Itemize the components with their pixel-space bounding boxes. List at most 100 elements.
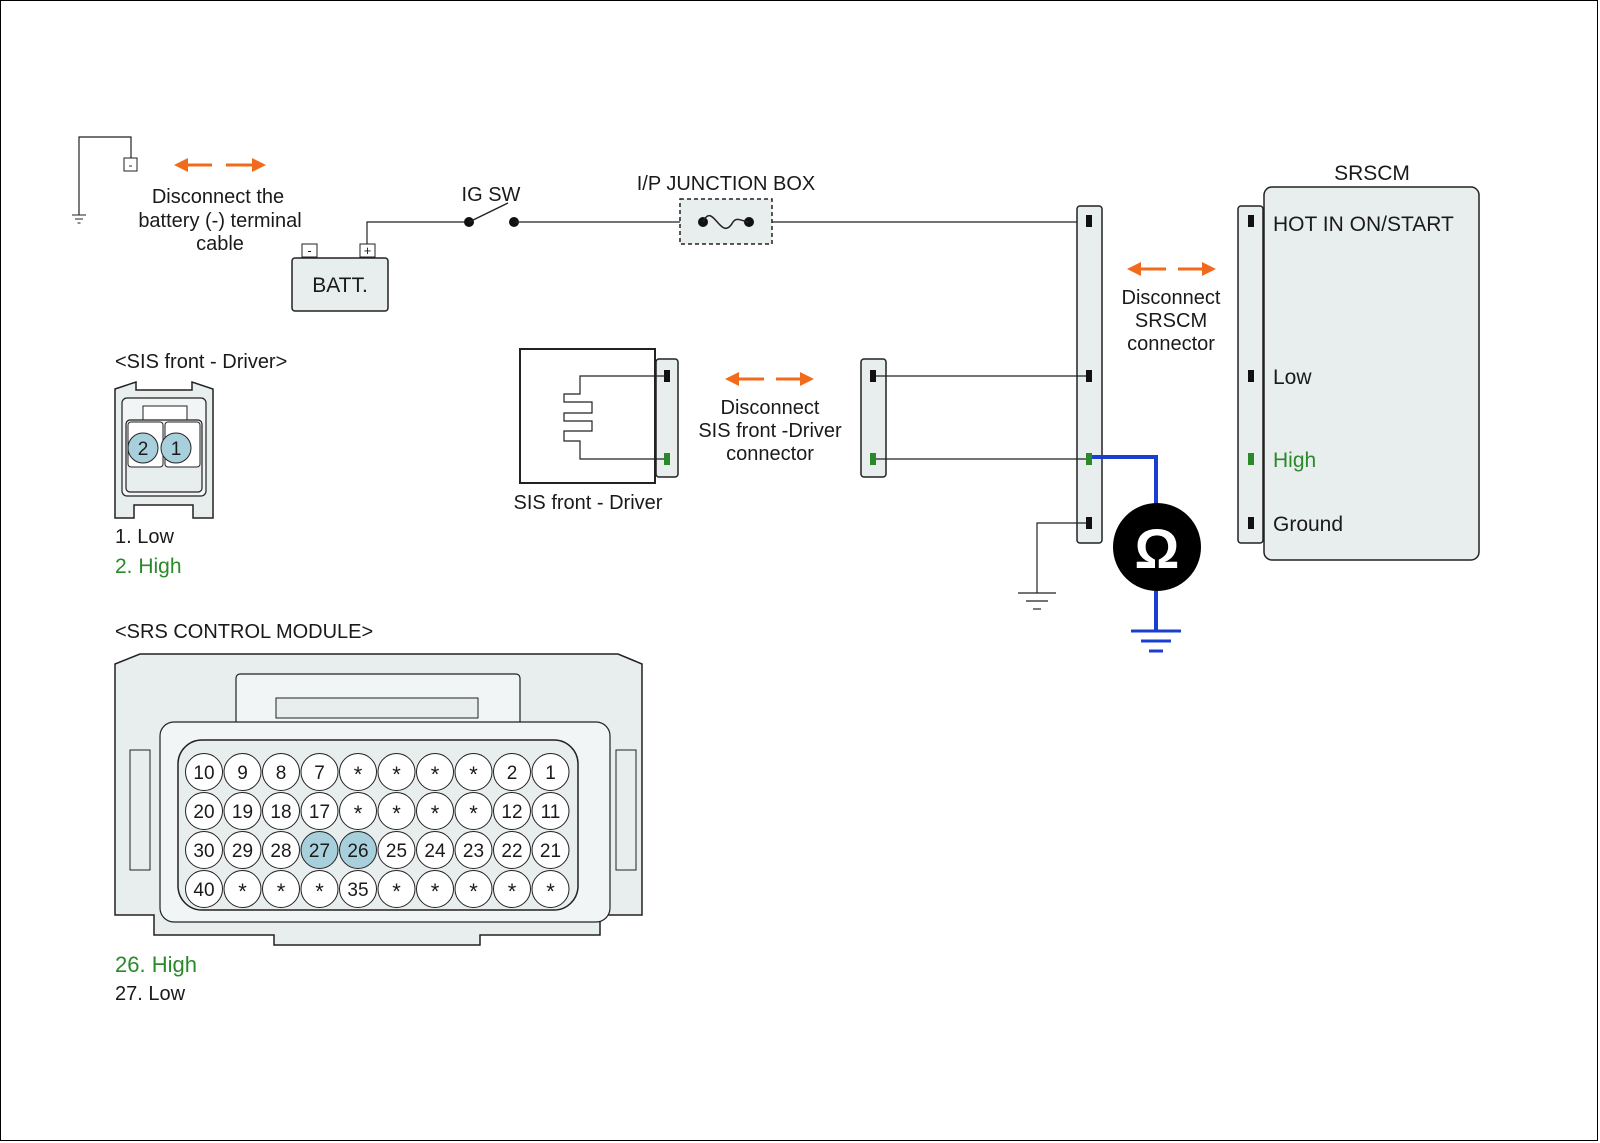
srs-pin-circle <box>377 870 416 908</box>
srscm-harness-connector <box>1076 205 1103 544</box>
srs-pin-circle <box>377 792 416 830</box>
srs-pin-circle <box>185 870 223 908</box>
srs-pin-label: 27 <box>309 841 330 862</box>
srscm-module <box>1237 186 1480 561</box>
srs-pin-circle <box>377 831 416 869</box>
fuse-icon <box>679 198 773 245</box>
srs-pin-circle <box>493 870 531 908</box>
srscm-disconnect-line2: SRSCM <box>1135 310 1207 332</box>
sis-connector-face <box>114 380 214 519</box>
srs-pin-label: * <box>238 879 247 904</box>
srs-pin-label: 24 <box>424 841 446 862</box>
srs-pin-label: 25 <box>386 841 407 862</box>
srs-pin-label: 29 <box>232 841 253 862</box>
srs-legend-low: 27. Low <box>115 983 186 1005</box>
ohmmeter-icon: Ω <box>1113 503 1201 591</box>
srs-pin-circle <box>454 870 493 908</box>
srs-pin-label: 21 <box>540 841 561 862</box>
srs-pin-circle <box>262 753 300 791</box>
srs-pin-label: 12 <box>501 802 522 823</box>
junction-box-label: I/P JUNCTION BOX <box>637 173 816 195</box>
meter-probe-wire-top <box>1092 455 1158 508</box>
srs-pin-label: * <box>431 801 440 826</box>
sis-legend-low: 1. Low <box>115 526 174 548</box>
srs-pin-circle <box>454 753 493 791</box>
battery-disconnect-line2: battery (-) terminal <box>138 210 301 232</box>
srscm-pin-low: Low <box>1273 366 1312 389</box>
srs-pin-label: * <box>392 801 401 826</box>
ground-icon <box>72 214 86 224</box>
srs-pin-circle <box>493 753 531 791</box>
srs-pin-circle <box>339 753 377 791</box>
srs-pin-label: 35 <box>347 880 368 901</box>
srscm-pin-ground: Ground <box>1273 513 1343 536</box>
srscm-disconnect-line1: Disconnect <box>1122 287 1221 309</box>
srs-pin-circle <box>262 792 300 830</box>
sis-front-driver <box>519 348 679 484</box>
srs-pin-label: * <box>392 762 401 787</box>
srs-pin-label: 40 <box>193 880 214 901</box>
sis-legend-high: 2. High <box>115 555 182 578</box>
srs-pin-label: * <box>546 879 555 904</box>
srs-pin-circle <box>339 792 377 830</box>
srs-pin-label: * <box>469 879 478 904</box>
srs-pin-label: 1 <box>545 763 556 784</box>
srs-pin-label: * <box>354 801 363 826</box>
sis-connector-pin: 2 <box>138 439 149 460</box>
srs-pin-circle <box>377 753 416 791</box>
srs-pin-circle <box>185 831 223 869</box>
sis-connector-title: <SIS front - Driver> <box>115 351 287 373</box>
srs-pin-label: * <box>508 879 517 904</box>
srs-pin-label: 2 <box>507 763 518 784</box>
srs-pin-circle <box>339 831 377 869</box>
srs-pin-circle <box>416 831 454 869</box>
battery-terminal-disconnect: - Disconnect the battery (-) terminal ca… <box>72 136 302 255</box>
sis-disconnect-line2: SIS front -Driver <box>698 420 842 442</box>
srs-pin-circle <box>493 831 531 869</box>
srs-pin-label: 7 <box>314 763 325 784</box>
srs-pin-label: 8 <box>276 763 287 784</box>
srs-pin-circle <box>300 792 339 830</box>
srs-pin-circle <box>223 870 262 908</box>
srs-pin-circle <box>339 870 377 908</box>
srs-pin-circle <box>493 792 531 830</box>
supply-wire-batt <box>366 221 468 244</box>
srs-pin-label: 18 <box>270 802 291 823</box>
srs-pin-circle <box>416 870 454 908</box>
battery-disconnect-line3: cable <box>196 233 244 255</box>
srscm-ground-wire <box>1036 522 1086 593</box>
battery-neg-label: - <box>307 243 311 258</box>
srs-pin-label: 22 <box>501 841 522 862</box>
srs-pin-label: * <box>277 879 286 904</box>
sis-disconnect-line3: connector <box>726 443 814 465</box>
srscm-title: SRSCM <box>1334 162 1410 185</box>
srs-pin-circle <box>262 870 300 908</box>
ground-icon <box>1131 629 1181 653</box>
srscm-pin-hot: HOT IN ON/START <box>1273 213 1454 236</box>
double-arrow-icon <box>174 158 266 172</box>
srs-pin-label: * <box>469 801 478 826</box>
srs-pin-label: * <box>392 879 401 904</box>
srs-pin-circle <box>454 831 493 869</box>
ohm-symbol: Ω <box>1135 517 1180 580</box>
srs-pin-circle <box>223 792 262 830</box>
srs-pin-circle <box>300 870 339 908</box>
srs-pin-circle <box>531 753 570 791</box>
srs-pin-circle <box>454 792 493 830</box>
srs-pin-circle <box>262 831 300 869</box>
srs-pin-label: 30 <box>193 841 214 862</box>
srs-pin-label: 28 <box>270 841 291 862</box>
srs-pin-circle <box>416 792 454 830</box>
srs-pin-label: 9 <box>237 763 248 784</box>
srs-pin-label: * <box>315 879 324 904</box>
srs-pin-circle <box>300 753 339 791</box>
battery-disconnect-line1: Disconnect the <box>152 186 284 208</box>
srs-pin-label: 20 <box>193 802 214 823</box>
battery-pos-label: + <box>364 243 372 258</box>
srs-pin-label: 11 <box>541 802 561 823</box>
battery-label: BATT. <box>312 274 368 297</box>
srs-pin-circle <box>185 792 223 830</box>
